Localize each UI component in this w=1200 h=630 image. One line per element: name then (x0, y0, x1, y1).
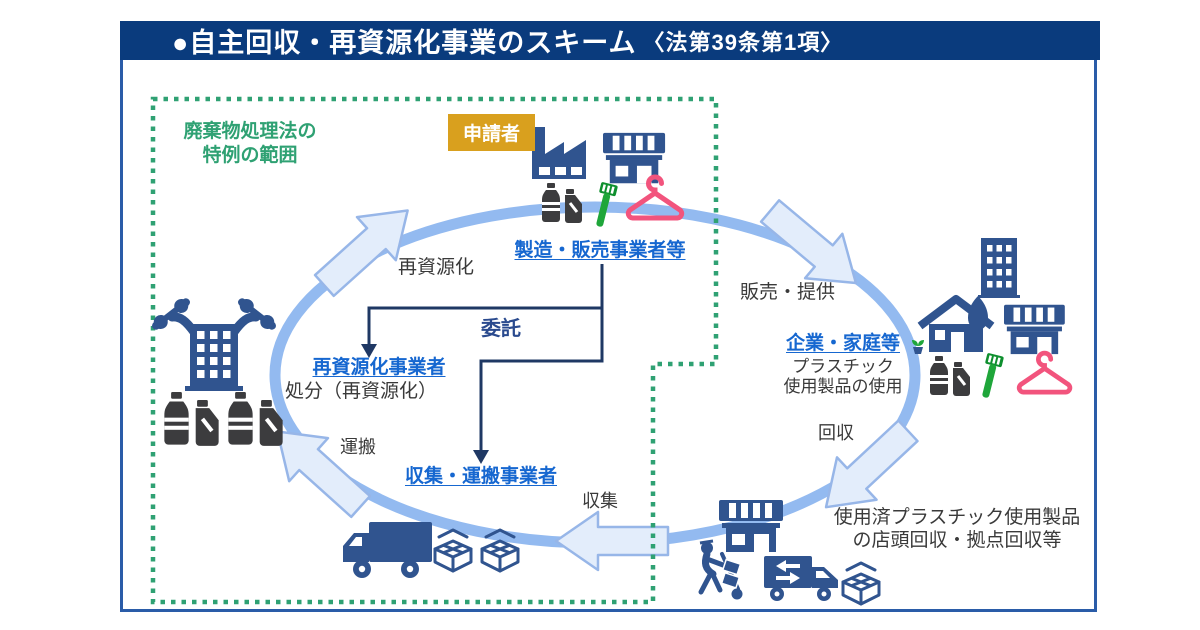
consign-arrowhead-recycler (361, 344, 377, 358)
collect-label: 回収 (818, 423, 854, 443)
pet-bottle-icon (542, 183, 560, 222)
applicant-badge: 申請者 (448, 114, 536, 151)
dumbbell-icon (152, 298, 190, 330)
tree-icon (968, 296, 988, 342)
companies-sub-line1: プラスチック (792, 357, 894, 376)
consign-arrowhead-transporter (473, 450, 489, 464)
store-collection-line2: の店頭回収・拠点回収等 (852, 530, 1062, 551)
jug-bottle-icon (951, 360, 972, 398)
dumbbell-icon (238, 298, 276, 330)
recycle-flow-label: 再資源化 (398, 257, 475, 278)
toothbrush-icon (976, 352, 1005, 400)
office-building-icon (978, 238, 1020, 298)
page-title: ●自主回収・再資源化事業のスキーム (172, 28, 637, 58)
open-box-icon (433, 528, 473, 573)
recycler-sub-label: 処分（再資源化） (285, 381, 438, 402)
gather-label: 収集 (582, 491, 618, 511)
truck-icon (343, 522, 432, 578)
waste-law-scope-note: 廃棄物処理法の 特例の範囲 (157, 120, 343, 168)
store-collection-line1: 使用済プラスチック使用製品 (833, 507, 1081, 528)
porter-icon (698, 539, 743, 600)
companies-households-label: 企業・家庭等 (785, 333, 901, 354)
sprout-icon (912, 340, 924, 354)
waste-law-boundary (150, 96, 719, 605)
transporter-label: 収集・運搬事業者 (404, 466, 558, 487)
law-reference: 〈法第39条第1項〉 (642, 29, 844, 55)
companies-sub-line2: 使用製品の使用 (783, 377, 903, 396)
consign-connectors (367, 264, 604, 450)
title-bar: ●自主回収・再資源化事業のスキーム 〈法第39条第1項〉 (120, 21, 1100, 60)
pet-bottle-icon (228, 392, 253, 445)
consign-label: 委託 (481, 318, 521, 340)
jug-bottle-icon (196, 400, 219, 446)
shop-icon (719, 500, 783, 552)
exchange-truck-icon (764, 556, 838, 601)
factory-icon (532, 127, 586, 179)
shop-icon (1004, 304, 1065, 355)
pet-bottle-icon (164, 392, 189, 445)
hanger-icon (1019, 353, 1070, 392)
open-box-icon (841, 561, 881, 606)
recycler-building-icon (152, 298, 276, 391)
recycler-label: 再資源化事業者 (312, 357, 446, 378)
gather-arrow (554, 510, 670, 572)
sell-provide-label: 販売・提供 (740, 282, 836, 303)
waste-law-scope-line1: 廃棄物処理法の (183, 121, 317, 142)
manufacturer-label: 製造・販売事業者等 (514, 240, 686, 261)
jug-bottle-icon (563, 187, 584, 225)
transport-label: 運搬 (340, 437, 376, 457)
pet-bottle-icon (930, 356, 948, 395)
waste-law-scope-line2: 特例の範囲 (202, 144, 298, 166)
